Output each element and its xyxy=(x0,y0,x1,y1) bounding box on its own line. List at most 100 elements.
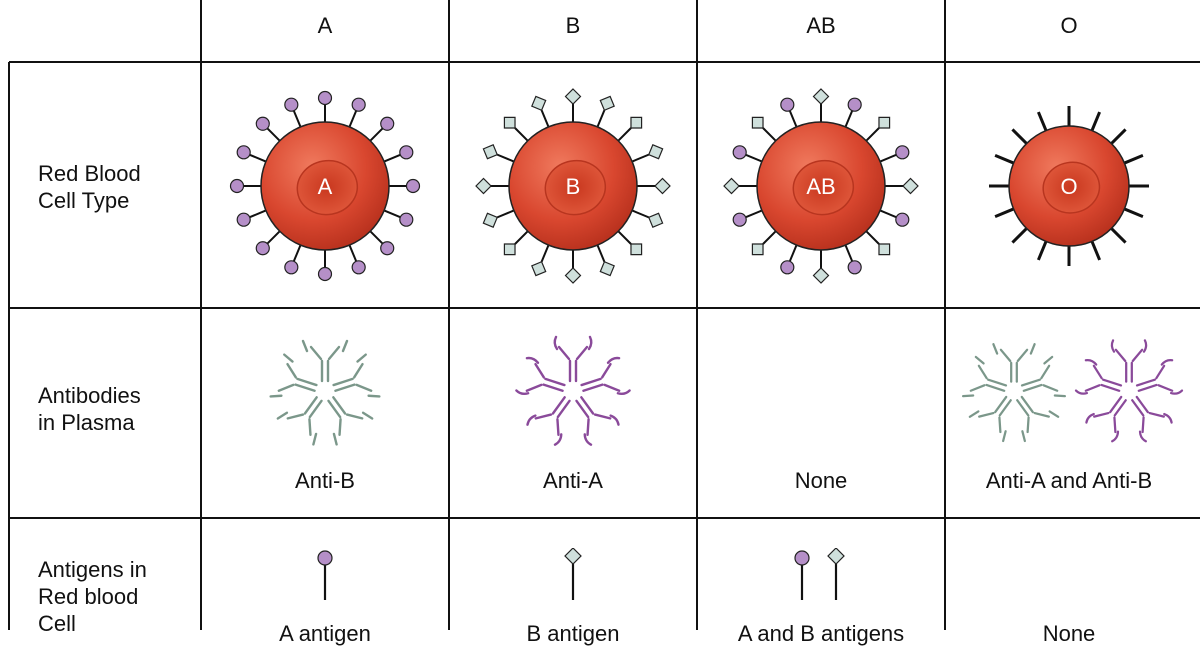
a-antigen-marker xyxy=(255,116,270,131)
antibody-stroke xyxy=(994,395,1008,414)
antibody-stroke xyxy=(985,383,1006,392)
a-antigen-marker xyxy=(380,241,395,256)
b-antigen-marker xyxy=(902,177,919,195)
antibody-stroke xyxy=(1093,411,1110,418)
antigen-stalk xyxy=(496,208,517,219)
antibody-stroke xyxy=(1131,348,1144,363)
antibody-stroke xyxy=(961,394,975,398)
antibody-stroke xyxy=(283,353,294,363)
antibody-y-shape xyxy=(1074,358,1123,395)
b-antigen-marker xyxy=(654,177,671,195)
a-antigen-marker xyxy=(236,145,251,160)
antibody-stroke xyxy=(296,377,318,387)
antigen-label-o: None xyxy=(1042,621,1096,646)
antibody-stroke xyxy=(999,348,1012,363)
antibody-stroke xyxy=(1100,383,1121,392)
antibody-stroke xyxy=(542,383,564,392)
antigen-stalk xyxy=(616,229,632,245)
antibody-stroke xyxy=(616,389,631,395)
antigen-stalk xyxy=(616,127,632,143)
antibody-stroke xyxy=(1026,416,1030,434)
antibody-stroke xyxy=(556,399,571,419)
antibody-stroke xyxy=(1102,378,1123,387)
antibody-stroke xyxy=(301,339,309,353)
cell-center-dimple xyxy=(296,159,359,216)
b-antigen-marker xyxy=(647,144,664,160)
b-antigen-marker xyxy=(723,177,740,195)
bare-receptor-spike xyxy=(1011,128,1030,147)
antibody-stroke xyxy=(575,345,589,361)
cell-center-dimple xyxy=(1042,161,1101,214)
column-header-o: O xyxy=(1060,13,1078,38)
antibody-stroke xyxy=(998,399,1012,417)
bare-receptor-spike xyxy=(1122,206,1144,219)
antibody-stroke xyxy=(361,411,374,420)
antibody-stroke xyxy=(978,411,995,418)
antibody-stroke xyxy=(580,377,602,387)
b-antigen-marker xyxy=(751,243,764,256)
antibody-stroke xyxy=(1084,384,1101,392)
b-antigen-marker xyxy=(812,88,830,105)
a-antigen-marker xyxy=(284,97,299,112)
antibody-stroke xyxy=(1085,412,1095,424)
antibody-stroke xyxy=(998,416,1002,434)
antibody-y-shape xyxy=(301,339,349,383)
b-antigen-marker xyxy=(630,243,643,256)
antigen-stalk xyxy=(496,153,517,164)
bare-receptor-spike xyxy=(994,153,1016,166)
a-antigen-marker xyxy=(847,97,862,112)
antibody-y-shape xyxy=(553,335,593,383)
antibody-stroke xyxy=(1084,358,1098,366)
row-label-line: Red blood xyxy=(38,584,139,609)
a-antigen-marker xyxy=(895,212,910,227)
bare-receptor-spike xyxy=(1122,153,1144,166)
antibody-label-b: Anti-A xyxy=(543,468,603,493)
antigen-stalk xyxy=(629,208,650,219)
bare-receptor-spike xyxy=(1089,111,1102,133)
antibody-stroke xyxy=(515,389,530,395)
antibody-stroke xyxy=(1053,394,1067,398)
antibody-y-shape xyxy=(1131,395,1173,443)
a-antigen-marker xyxy=(732,212,747,227)
b-antigen-marker xyxy=(599,95,615,112)
row-label-antigens-in-red-blood-cell: Antigens in Red blood Cell xyxy=(38,556,198,637)
antibody-stroke xyxy=(525,383,543,392)
antibody-stroke xyxy=(586,418,590,437)
cell-type-label: AB xyxy=(806,174,835,199)
antibody-stroke xyxy=(534,413,553,420)
antibody-stroke xyxy=(327,399,342,419)
a-antigen-marker xyxy=(780,260,795,275)
antibody-stroke xyxy=(1042,384,1059,392)
antibody-stroke xyxy=(1131,399,1145,417)
antibody-stroke xyxy=(1148,411,1165,418)
b-antigen-marker xyxy=(564,88,582,105)
antibody-stroke xyxy=(987,378,1008,387)
antibody-stroke xyxy=(269,394,283,398)
antibody-stroke xyxy=(603,383,621,392)
b-antigen-marker xyxy=(647,212,664,228)
antibody-stroke xyxy=(345,413,364,420)
cell-group: O xyxy=(989,106,1149,266)
b-antigen-marker xyxy=(599,260,615,277)
antibody-stroke xyxy=(1114,348,1127,363)
antibody-stroke xyxy=(355,383,373,392)
antibody-stroke xyxy=(1040,364,1051,380)
b-antigen-marker xyxy=(482,144,499,160)
antibody-stroke xyxy=(286,362,298,379)
antibody-stroke xyxy=(553,433,563,446)
red-blood-cell-type-o: O xyxy=(989,106,1149,266)
antibody-stroke xyxy=(1021,430,1026,443)
antibody-stroke xyxy=(1092,364,1103,380)
antibody-stroke xyxy=(556,418,560,437)
anti-a-antibody-icon xyxy=(515,335,631,446)
a-antigen-marker xyxy=(236,212,251,227)
antigen-stalk xyxy=(540,242,551,263)
antibody-stroke xyxy=(338,418,342,437)
red-blood-cell-type-b: B xyxy=(475,88,671,284)
bare-receptor-spike xyxy=(1089,239,1102,261)
antibody-stroke xyxy=(1113,416,1117,434)
antibody-stroke xyxy=(992,343,999,355)
a-antigen-marker xyxy=(317,266,333,282)
a-antigen-marker xyxy=(399,145,414,160)
antibody-stroke xyxy=(294,383,316,392)
